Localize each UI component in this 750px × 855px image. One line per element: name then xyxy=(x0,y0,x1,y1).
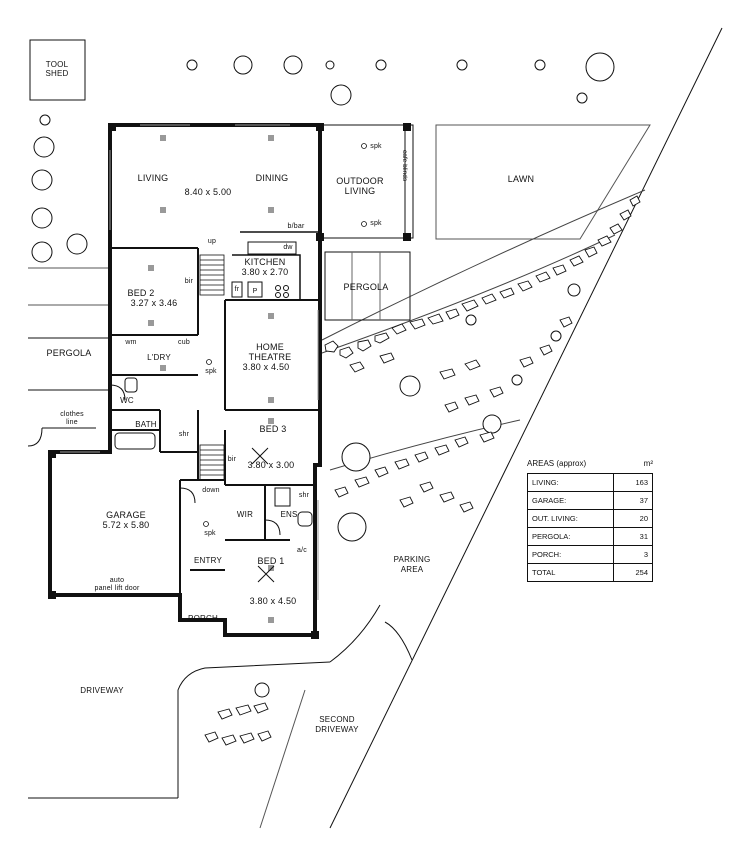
ens-label: ENS xyxy=(280,510,298,519)
site-boundary-east xyxy=(329,27,723,829)
shr-label-1: shr xyxy=(178,431,190,438)
home-theatre-label: HOME THEATRE xyxy=(248,342,292,362)
laundry-label: L'DRY xyxy=(147,353,171,362)
living-dims: 8.40 x 5.00 xyxy=(184,187,232,197)
west-pergola xyxy=(28,337,108,391)
down-label: down xyxy=(202,487,220,494)
areas-total-value: 254 xyxy=(613,563,653,582)
bed3-dims: 3.80 x 3.00 xyxy=(247,460,295,470)
garage-label: GARAGE xyxy=(106,510,146,520)
wir-label: WIR xyxy=(236,510,254,519)
bed2-dims: 3.27 x 3.46 xyxy=(130,298,178,308)
areas-row-value: 37 xyxy=(613,491,653,510)
pergola-east-label: PERGOLA xyxy=(343,282,389,292)
spk-label-2: spk xyxy=(370,220,382,227)
bir-label-2: bir xyxy=(227,456,237,463)
shr-label-2: shr xyxy=(298,492,310,499)
up-label: up xyxy=(207,238,217,245)
parking-area-label: PARKING AREA xyxy=(393,555,431,574)
areas-row-name: OUT. LIVING: xyxy=(527,509,614,528)
bbar-label: b/bar xyxy=(287,223,305,230)
areas-row-name: PORCH: xyxy=(527,545,614,564)
areas-title: AREAS (approx) xyxy=(527,459,587,468)
lawn-label: LAWN xyxy=(507,174,535,184)
cub-label: cub xyxy=(178,339,190,346)
wm-label: wm xyxy=(125,339,137,346)
dw-label: dw xyxy=(283,244,293,251)
tool-shed xyxy=(29,39,86,101)
clothes-line-label: clothes line xyxy=(60,411,84,426)
areas-row: PERGOLA:31 xyxy=(527,527,653,546)
bed2-label: BED 2 xyxy=(127,288,155,298)
wc-label: WC xyxy=(120,396,134,405)
bath-label: BATH xyxy=(135,420,157,429)
lawn-boundary xyxy=(435,124,651,240)
second-driveway-label: SECOND DRIVEWAY xyxy=(315,715,359,734)
living-label: LIVING xyxy=(137,173,169,183)
areas-total-label: TOTAL xyxy=(527,563,614,582)
pergola-west-label: PERGOLA xyxy=(46,348,92,358)
areas-row-name: PERGOLA: xyxy=(527,527,614,546)
areas-row-value: 20 xyxy=(613,509,653,528)
kitchen-label: KITCHEN xyxy=(244,257,286,267)
outdoor-living-label: OUTDOOR LIVING xyxy=(336,176,384,196)
bir-label-1: bir xyxy=(184,278,194,285)
areas-row-name: LIVING: xyxy=(527,473,614,492)
areas-unit: m² xyxy=(643,459,653,468)
porch-label: PORCH xyxy=(188,614,218,623)
bed1-label: BED 1 xyxy=(257,556,285,566)
spk-label-1: spk xyxy=(370,143,382,150)
dining-label: DINING xyxy=(255,173,289,183)
areas-row: OUT. LIVING:20 xyxy=(527,509,653,528)
areas-row: LIVING:163 xyxy=(527,473,653,492)
tool-shed-label: TOOL SHED xyxy=(45,60,69,78)
driveway-label: DRIVEWAY xyxy=(80,686,124,695)
bed1-dims: 3.80 x 4.50 xyxy=(249,596,297,606)
rock-garden xyxy=(204,195,641,746)
areas-row-name: GARAGE: xyxy=(527,491,614,510)
fr-label: fr xyxy=(234,286,240,293)
areas-row-value: 31 xyxy=(613,527,653,546)
spk-label-4: spk xyxy=(204,530,216,537)
ac-label: a/c xyxy=(297,547,307,554)
garage-door-label: auto panel lift door xyxy=(94,577,140,592)
garage-dims: 5.72 x 5.80 xyxy=(102,520,150,530)
areas-row: PORCH:3 xyxy=(527,545,653,564)
spk-label-3: spk xyxy=(205,368,217,375)
kitchen-dims: 3.80 x 2.70 xyxy=(241,267,289,277)
areas-row-value: 3 xyxy=(613,545,653,564)
areas-row: GARAGE:37 xyxy=(527,491,653,510)
cafe-blinds-label: cafe blinds xyxy=(401,150,408,182)
pergola-east xyxy=(324,251,411,321)
bed3-label: BED 3 xyxy=(259,424,287,434)
pantry-label: P xyxy=(252,288,258,295)
areas-row-value: 163 xyxy=(613,473,653,492)
home-theatre-dims: 3.80 x 4.50 xyxy=(242,362,290,372)
entry-label: ENTRY xyxy=(194,556,222,565)
